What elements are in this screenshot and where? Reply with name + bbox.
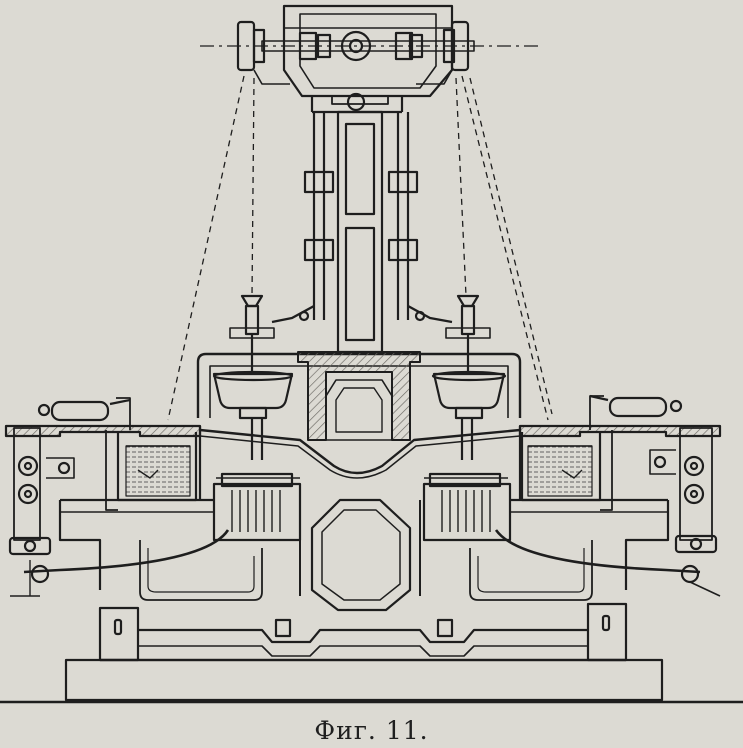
left-side-gears (8, 427, 75, 597)
tank-right (520, 430, 613, 511)
roller-left (37, 397, 131, 430)
tank-left (105, 430, 198, 511)
spindle-left (229, 294, 275, 372)
base (0, 602, 743, 704)
drive-belts (167, 75, 553, 421)
central-gear (340, 30, 372, 62)
spindle-right (445, 294, 491, 372)
right-side-gears (649, 427, 721, 597)
top-drive-assembly (200, 4, 540, 98)
roller-right (589, 394, 683, 430)
right-pulley (450, 20, 470, 72)
coupling (298, 31, 318, 61)
central-column (271, 92, 453, 354)
coupling (316, 33, 332, 59)
bowl-right (431, 370, 507, 460)
coupling (408, 33, 424, 59)
work-table (4, 424, 722, 500)
coupling (394, 31, 414, 61)
bowl-left (212, 370, 294, 460)
central-casing (297, 351, 421, 441)
lower-frame (23, 498, 701, 612)
drive-housing (282, 4, 454, 98)
base-plinth (64, 658, 664, 702)
machine-drawing (0, 4, 743, 704)
main-frame (196, 351, 522, 441)
figure-caption: Фиг. 11. (314, 716, 429, 745)
